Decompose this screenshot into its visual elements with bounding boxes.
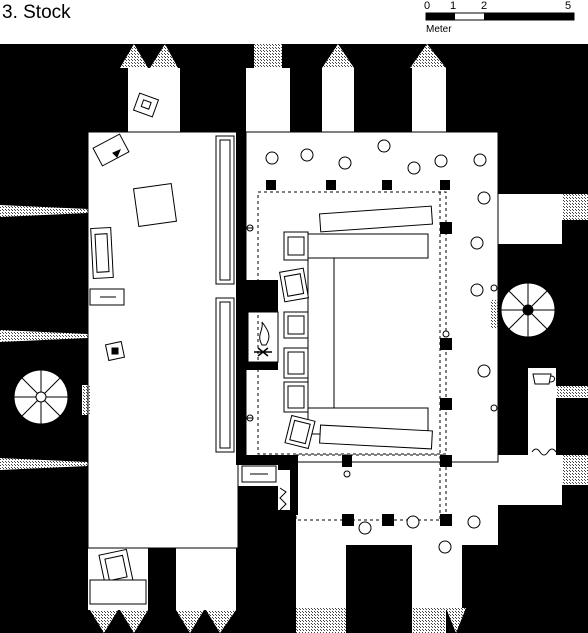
spiral-stair-right [500, 282, 556, 338]
scale-tick-0: 0 [424, 0, 431, 12]
scale-tick-5: 5 [565, 0, 572, 12]
outline-strokes [87, 131, 499, 549]
window-openings [0, 44, 588, 633]
columns [266, 180, 452, 526]
scale-tick-1: 1 [450, 0, 457, 12]
spiral-stair-left [13, 369, 69, 425]
left-hall-furniture [89, 92, 277, 605]
scale-unit: Meter [426, 24, 452, 35]
scale-bar [425, 12, 575, 21]
side-fixtures [279, 373, 557, 511]
stools [265, 139, 491, 554]
long-table [307, 205, 434, 450]
chairs [278, 231, 316, 450]
floor-title: 3. Stock [2, 2, 71, 23]
wall-sconces [246, 224, 498, 478]
fireplace [247, 311, 279, 363]
scale-tick-2: 2 [481, 0, 488, 12]
dashed-outlines [257, 191, 447, 521]
